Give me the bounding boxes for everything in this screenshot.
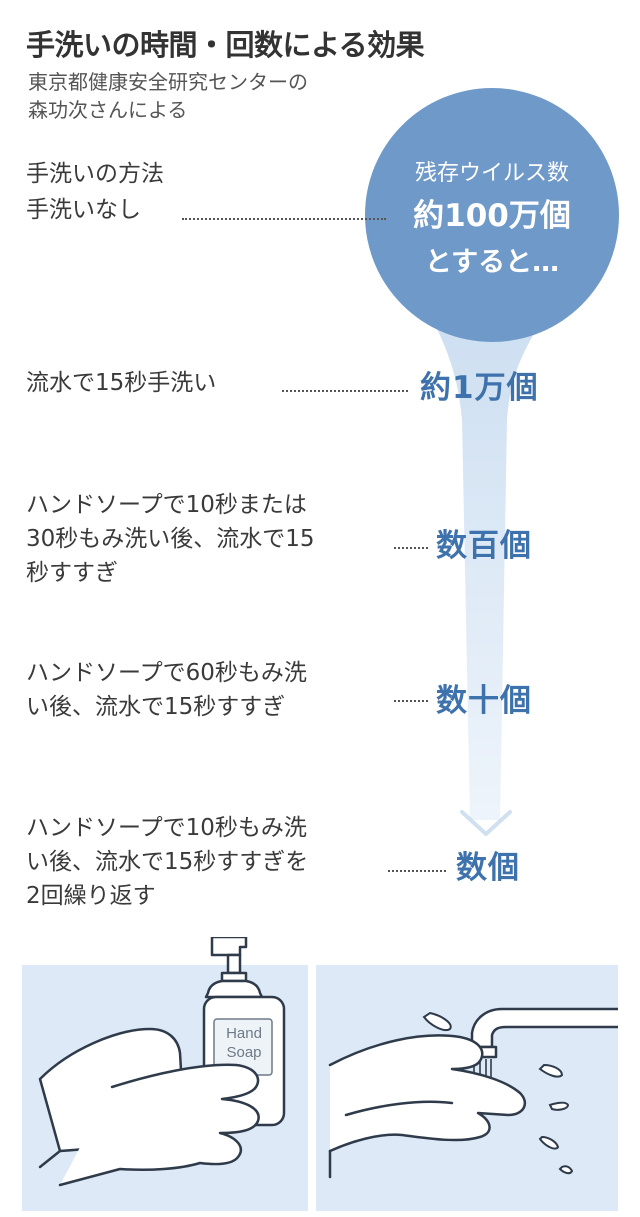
- water-stream: [388, 250, 604, 820]
- method-row-3-line-0: ハンドソープで60秒もみ洗: [26, 660, 307, 686]
- method-row-0: 手洗いなし: [26, 193, 141, 227]
- water-stream-graphic: [365, 88, 619, 836]
- source-line-2: 森功次さんによる: [28, 98, 188, 122]
- lathering-hands-icon: [38, 1027, 260, 1187]
- bubble-suffix: とすると…: [424, 247, 560, 278]
- soap-label-line-2: Soap: [226, 1044, 262, 1061]
- method-row-3: ハンドソープで60秒もみ洗 い後、流水で15秒すすぎ: [26, 656, 307, 724]
- leader-dots-1: [282, 390, 408, 392]
- method-header: 手洗いの方法: [26, 161, 164, 187]
- page-title: 手洗いの時間・回数による効果: [26, 28, 425, 62]
- handwashing-illustration: [22, 937, 618, 1211]
- method-row-2-line-0: ハンドソープで10秒または: [26, 492, 307, 518]
- water-droplets: [422, 1011, 574, 1175]
- rinsing-hands-icon: [328, 1034, 527, 1179]
- method-row-1: 流水で15秒手洗い: [26, 366, 216, 400]
- method-row-2-line-2: 秒すすぎ: [26, 560, 118, 586]
- result-value-3: 数十個: [436, 683, 532, 719]
- method-row-2: ハンドソープで10秒または 30秒もみ洗い後、流水で15 秒すすぎ: [26, 488, 315, 590]
- soap-label-line-1: Hand: [226, 1025, 262, 1042]
- method-row-1-line-0: 流水で15秒手洗い: [26, 370, 217, 396]
- result-value-4: 数個: [456, 850, 520, 886]
- leader-dots-3: [394, 700, 428, 702]
- method-row-4-line-0: ハンドソープで10秒もみ洗: [26, 815, 307, 841]
- method-row-4-line-2: 2回繰り返す: [26, 883, 156, 909]
- method-row-2-line-1: 30秒もみ洗い後、流水で15: [26, 526, 315, 552]
- arrow-down-icon: [460, 810, 512, 836]
- virus-bubble: [365, 88, 619, 342]
- leader-dots-4: [388, 870, 446, 872]
- bubble-value: 約100万個: [413, 198, 571, 234]
- bubble-label: 残存ウイルス数: [414, 161, 569, 186]
- method-row-3-line-1: い後、流水で15秒すすぎ: [26, 694, 286, 720]
- result-value-1: 約1万個: [420, 370, 539, 406]
- source-line-1: 東京都健康安全研究センターの: [28, 70, 308, 94]
- result-value-2: 数百個: [436, 528, 532, 564]
- soap-bottle-icon: [202, 937, 286, 1127]
- leader-dots-0: [182, 218, 386, 220]
- leader-dots-2: [394, 547, 428, 549]
- method-row-4: ハンドソープで10秒もみ洗 い後、流水で15秒すすぎを 2回繰り返す: [26, 811, 308, 913]
- method-row-0-line-0: 手洗いなし: [26, 197, 141, 223]
- method-row-4-line-1: い後、流水で15秒すすぎを: [26, 849, 309, 875]
